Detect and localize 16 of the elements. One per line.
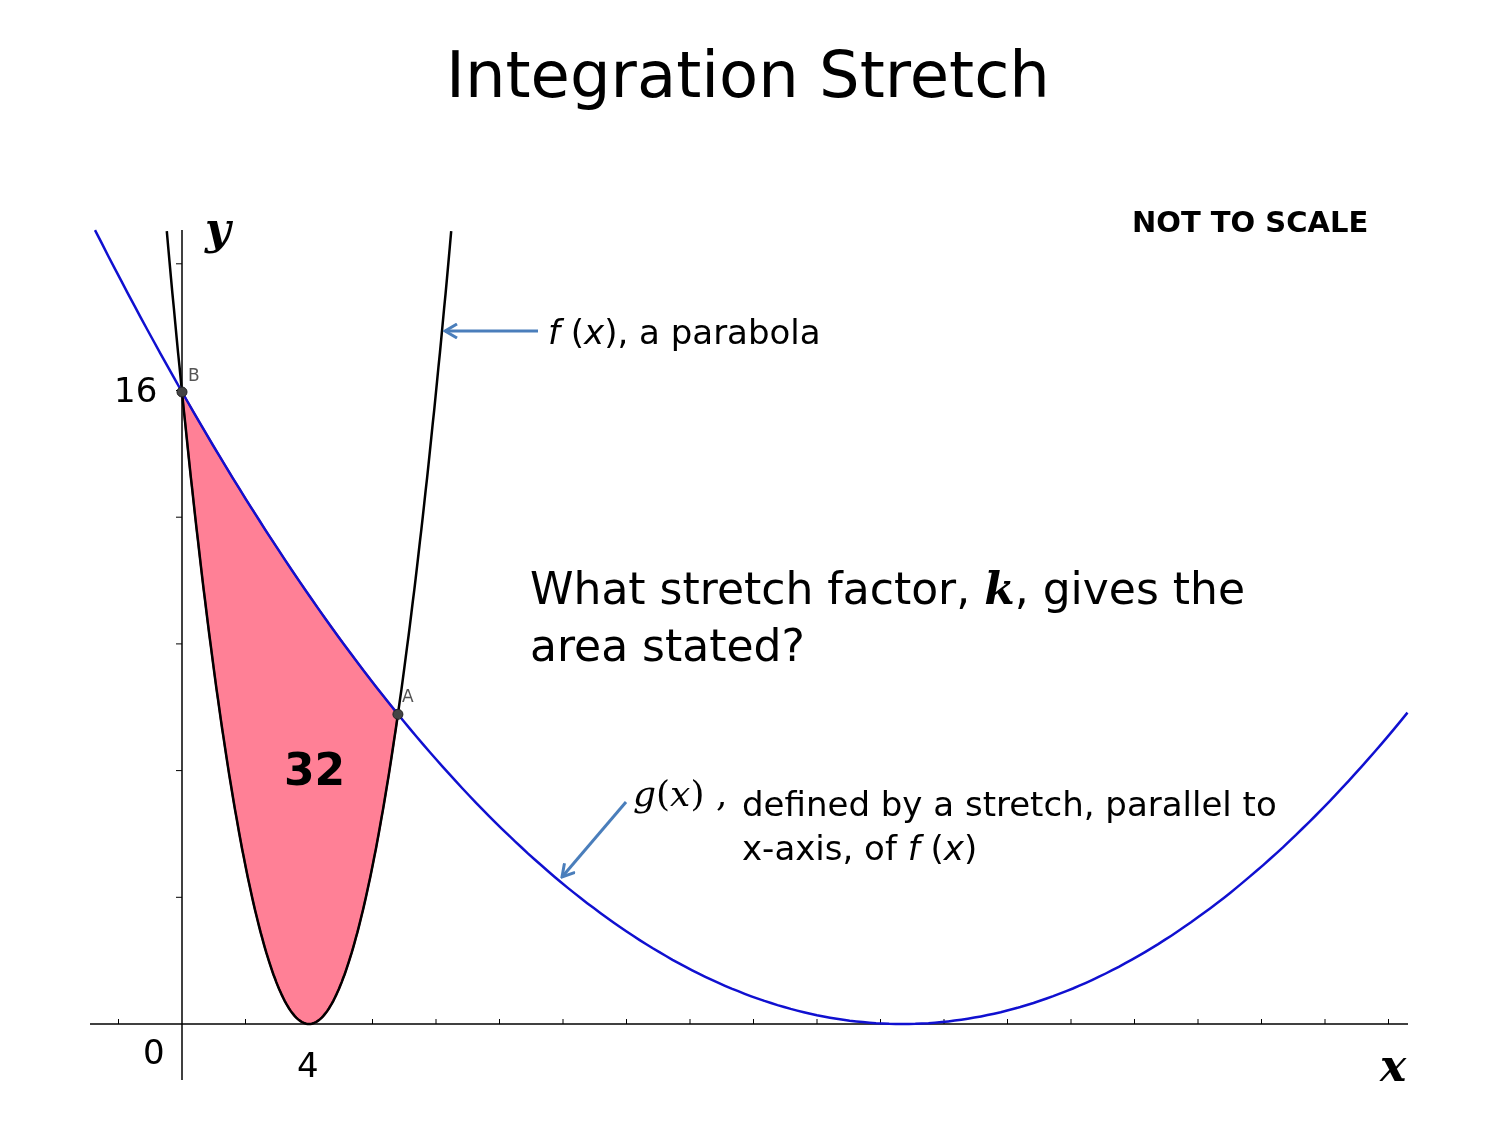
curve-label: g(x) , <box>633 772 728 816</box>
point-label: A <box>402 686 414 707</box>
curve-label: defined by a stretch, parallel to x-axis, of f (x) <box>742 783 1278 871</box>
axis-label: y <box>205 203 231 256</box>
area-value: 32 <box>284 744 346 797</box>
title: Integration Stretch <box>445 38 1051 112</box>
point-label: B <box>188 365 200 386</box>
leader-arrow <box>560 801 628 879</box>
tick-label: 0 <box>143 1032 165 1073</box>
curve-label: f (x), a parabola <box>548 312 821 353</box>
tick-label: 16 <box>114 370 158 411</box>
scale-note: NOT TO SCALE <box>1132 205 1369 240</box>
tick-label: 4 <box>297 1045 319 1086</box>
leader-arrow <box>443 322 538 340</box>
axis-label: x <box>1380 1040 1407 1093</box>
question-text: What stretch factor, k, gives the area stated? <box>530 562 1247 674</box>
